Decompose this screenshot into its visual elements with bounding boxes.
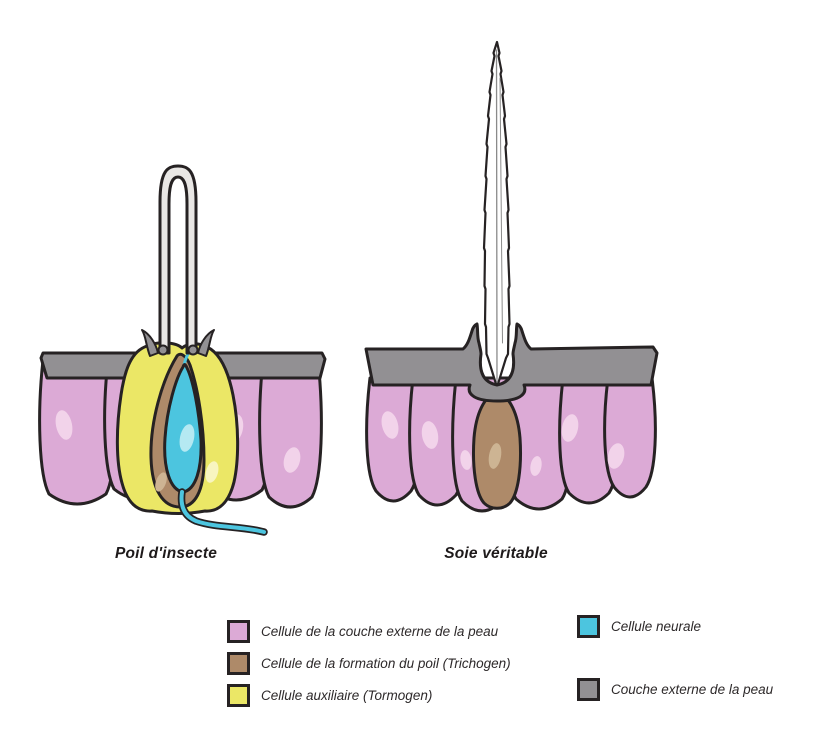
outer-skin-layer-swatch <box>577 678 600 701</box>
insect-hair-drawing <box>38 164 327 536</box>
epidermal-cell-shape <box>603 376 657 499</box>
legend-item-neural-cell: Cellule neurale <box>577 615 701 638</box>
axon <box>179 490 266 534</box>
legend-label: Cellule de la couche externe de la peau <box>261 624 499 639</box>
cell-highlight <box>155 472 167 492</box>
hair-loop <box>158 164 198 355</box>
cuticle-band-with-socket <box>364 322 659 403</box>
socket-flare <box>197 329 215 357</box>
socket-bulb <box>157 344 169 356</box>
cell-highlight <box>381 411 399 439</box>
cell-highlight <box>283 447 301 473</box>
epidermal-cell-swatch <box>227 620 250 643</box>
cell-highlight <box>530 456 542 476</box>
legend-item-epidermal-cell: Cellule de la couche externe de la peau <box>227 620 498 643</box>
cell-highlight <box>179 424 195 452</box>
legend-right-column: Cellule neurale Couche externe de la pea… <box>577 615 817 710</box>
cell-highlight <box>561 414 579 442</box>
panel-label-true-bristle: Soie véritable <box>444 545 548 562</box>
legend-item-trichogen-cell: Cellule de la formation du poil (Trichog… <box>227 652 511 675</box>
socket-flare <box>141 329 159 357</box>
socket-bulb <box>187 344 199 356</box>
neural-cell-shape <box>163 363 203 494</box>
legend-label: Cellule auxiliaire (Tormogen) <box>261 688 433 703</box>
cell-highlight <box>460 450 472 470</box>
cell-highlight <box>607 443 625 469</box>
neural-cell-swatch <box>577 615 600 638</box>
insect-hair-diagram <box>38 164 327 536</box>
true-bristle-drawing <box>364 40 659 513</box>
bristle-vein <box>495 49 498 383</box>
trichogen-cell-swatch <box>227 652 250 675</box>
tormogen-cell-swatch <box>227 684 250 707</box>
legend-item-tormogen-cell: Cellule auxiliaire (Tormogen) <box>227 684 432 707</box>
epidermal-cell-shape <box>258 358 323 509</box>
cell-highlight <box>55 410 73 440</box>
bristle-facet-line <box>499 77 503 344</box>
legend-left-column: Cellule de la couche externe de la peau … <box>227 620 557 710</box>
legend-label: Cellule de la formation du poil (Trichog… <box>261 656 511 671</box>
cell-highlight <box>421 421 439 449</box>
legend-item-outer-skin-layer: Couche externe de la peau <box>577 678 773 701</box>
true-bristle-diagram <box>364 40 659 513</box>
cell-highlight <box>488 443 502 469</box>
cell-highlight <box>205 461 219 483</box>
legend-label: Couche externe de la peau <box>611 682 774 697</box>
legend-label: Cellule neurale <box>611 619 702 634</box>
panel-label-insect-hair: Poil d'insecte <box>114 545 218 562</box>
